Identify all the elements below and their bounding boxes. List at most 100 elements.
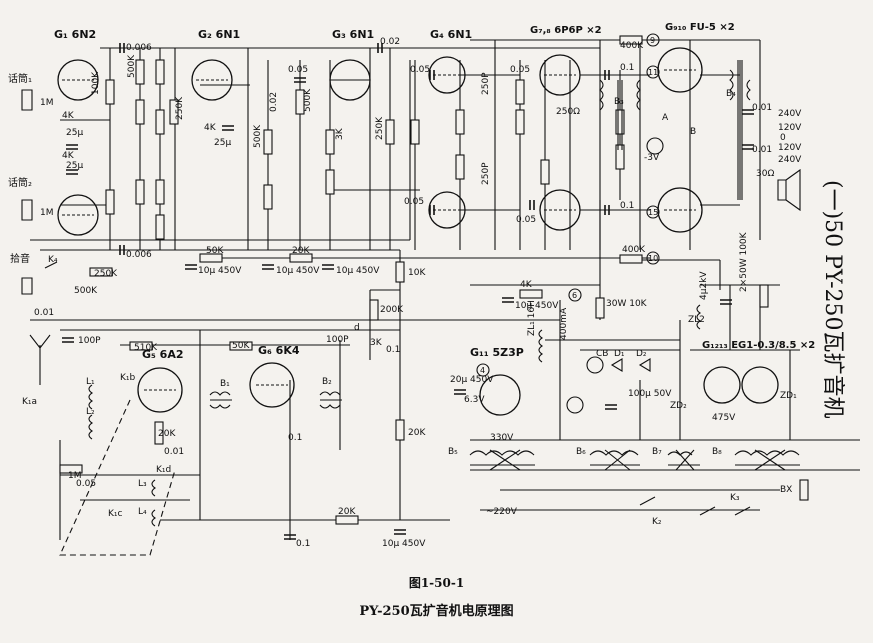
value-label: 50K	[206, 246, 224, 256]
value-label: 120V	[778, 143, 802, 153]
value-label: 400mA	[559, 307, 569, 340]
value-label: 400K	[620, 41, 644, 51]
value-label: 0.1	[620, 63, 634, 73]
input-phono-label: 拾音	[10, 252, 30, 265]
value-label: K₄	[48, 255, 58, 265]
value-label: K₃	[730, 493, 740, 503]
value-label: 1M	[40, 208, 54, 218]
diode-icon	[610, 358, 651, 372]
value-label: B₁	[220, 379, 230, 389]
value-label: 0.05	[76, 479, 96, 489]
value-label: B₃	[614, 97, 624, 107]
value-label: 0.05	[410, 65, 430, 75]
value-label: B₂	[322, 377, 332, 387]
value-label: 200K	[380, 305, 404, 315]
value-label: B₆	[576, 447, 586, 457]
value-label: 240V	[778, 155, 802, 165]
tube-g5	[137, 367, 183, 413]
value-label: 475V	[712, 413, 736, 423]
value-label: 250P	[481, 72, 491, 95]
value-label: 0.006	[126, 43, 152, 53]
speaker-icon	[777, 168, 801, 212]
value-label: 0.1	[296, 539, 310, 549]
value-label: 25μ	[214, 138, 231, 148]
value-label: 1M	[68, 471, 82, 481]
ganged-switch-linkage	[59, 399, 176, 556]
value-label: ZL2	[688, 315, 705, 325]
value-label: 510K	[134, 343, 158, 353]
value-label: CB	[596, 349, 608, 359]
tube-g12	[703, 366, 741, 404]
value-label: ZL₁ 16H	[527, 300, 537, 336]
tube-label-g2: G₂ 6N1	[198, 28, 240, 41]
value-label: 0.05	[404, 197, 424, 207]
value-label: 0.05	[510, 65, 530, 75]
figure-title: PY-250瓦扩音机电原理图	[359, 604, 514, 619]
value-label: 20K	[408, 428, 426, 438]
tube-label-g1213: G₁₂₁₃ EG1-0.3/8.5 ×2	[702, 340, 815, 351]
value-label: L₂	[86, 407, 95, 417]
value-label: 0.01	[752, 145, 772, 155]
tube-g8	[539, 189, 581, 231]
value-label: 250K	[94, 269, 118, 279]
tube-label-g4: G₄ 6N1	[430, 28, 472, 41]
resistors	[59, 35, 769, 525]
value-label: ZD₂	[670, 401, 687, 411]
value-label: K₁a	[22, 397, 37, 407]
value-label: 4K	[62, 111, 75, 121]
value-label: 500K	[74, 286, 98, 296]
value-label: 0.1	[620, 201, 634, 211]
value-label: 250Ω	[556, 107, 580, 117]
tube-g2	[191, 59, 233, 101]
value-label: 0.05	[516, 215, 536, 225]
value-label: 100P	[326, 335, 349, 345]
terminal-number: 4	[480, 366, 485, 375]
value-label: B₇	[652, 447, 662, 457]
meter-icon	[566, 396, 584, 414]
value-label: 6.3V	[464, 395, 485, 405]
value-label: 10K	[408, 268, 426, 278]
value-label: 330V	[490, 433, 514, 443]
value-label: 2×50W 100K	[739, 231, 749, 292]
value-label: 120V	[778, 123, 802, 133]
value-label: B₈	[712, 447, 722, 457]
terminal-number: 15	[648, 208, 658, 217]
value-label: 3K	[335, 127, 345, 140]
value-label: 4K	[204, 123, 217, 133]
value-label: 1M	[40, 98, 54, 108]
value-label: 250P	[481, 162, 491, 185]
tube-label-g1: G₁ 6N2	[54, 28, 96, 41]
tube-label-g6: G₆ 6K4	[258, 344, 300, 357]
tube-g3	[329, 59, 371, 101]
value-label: B₅	[448, 447, 458, 457]
value-label: 4μ2kV	[699, 271, 709, 300]
value-label: K₁b	[120, 373, 136, 383]
value-label: 400K	[622, 245, 646, 255]
antenna-icon	[29, 334, 51, 385]
switch-icon	[44, 261, 751, 516]
value-label: 500K	[303, 88, 313, 112]
value-label: 10μ 450V	[198, 266, 242, 276]
value-label: L₃	[138, 479, 147, 489]
tube-label-g11: G₁₁ 5Z3P	[470, 346, 524, 359]
terminals	[476, 33, 660, 377]
value-label: K₁c	[108, 509, 123, 519]
transformers	[88, 60, 800, 527]
value-label: 0.02	[269, 92, 279, 112]
vacuum-tubes	[57, 47, 779, 416]
value-label: 0.1	[288, 433, 302, 443]
value-label: 0.02	[380, 37, 400, 47]
value-label: 10μ 450V	[336, 266, 380, 276]
value-label: 250K	[375, 116, 385, 140]
value-label: 20K	[292, 246, 310, 256]
terminal-number: 10	[648, 254, 658, 263]
value-label: D₂	[636, 349, 647, 359]
tube-g11	[479, 374, 521, 416]
terminal-number: 11	[648, 68, 658, 77]
value-label: 240V	[778, 109, 802, 119]
tube-label-g910: G₉₁₀ FU-5 ×2	[665, 22, 735, 33]
value-label: L₄	[138, 507, 147, 517]
value-label: 100P	[78, 336, 101, 346]
value-label: 20K	[158, 429, 176, 439]
input-mic1-label: 话筒₁	[8, 72, 32, 85]
